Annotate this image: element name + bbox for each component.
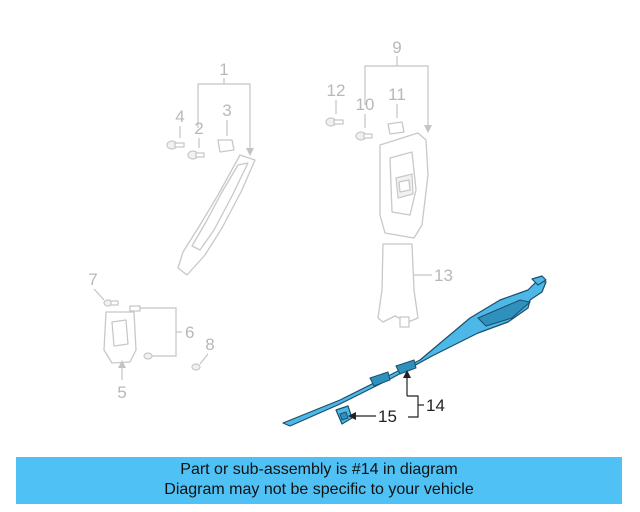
screw-2 bbox=[187, 150, 205, 160]
callout-9[interactable]: 9 bbox=[392, 38, 401, 57]
callout-15[interactable]: 15 bbox=[378, 407, 397, 426]
b-pillar-lower-trim bbox=[377, 243, 419, 323]
clip-8 bbox=[191, 363, 201, 371]
b-pillar-lower-group: 13 bbox=[377, 243, 453, 328]
callout-2[interactable]: 2 bbox=[194, 119, 203, 138]
b-pillar-upper-group: 9 12 10 11 bbox=[325, 38, 432, 239]
clip-15[interactable] bbox=[335, 405, 353, 425]
callout-5[interactable]: 5 bbox=[117, 383, 126, 402]
callout-6[interactable]: 6 bbox=[185, 323, 194, 342]
a-pillar-group: 1 4 2 3 bbox=[166, 60, 256, 276]
clip-11 bbox=[387, 121, 405, 135]
callout-12[interactable]: 12 bbox=[327, 81, 346, 100]
callout-7[interactable]: 7 bbox=[88, 270, 97, 289]
callout-13[interactable]: 13 bbox=[434, 266, 453, 285]
screw-7 bbox=[103, 299, 119, 307]
scuff-plate-group: 14 15 bbox=[282, 275, 547, 427]
clip-3 bbox=[217, 139, 235, 153]
banner-line-1: Part or sub-assembly is #14 in diagram bbox=[180, 461, 458, 478]
callout-8[interactable]: 8 bbox=[205, 335, 214, 354]
callout-14[interactable]: 14 bbox=[426, 396, 445, 415]
screw-12 bbox=[325, 117, 344, 127]
callout-3[interactable]: 3 bbox=[222, 101, 231, 120]
callout-1[interactable]: 1 bbox=[219, 60, 228, 79]
screw-6b bbox=[143, 352, 153, 360]
screw-4 bbox=[166, 140, 185, 150]
leader-6 bbox=[140, 307, 177, 357]
info-banner: Part or sub-assembly is #14 in diagram D… bbox=[16, 457, 622, 504]
clip-6a bbox=[129, 305, 141, 312]
callout-4[interactable]: 4 bbox=[175, 107, 184, 126]
kick-panel-group: 7 5 6 8 bbox=[88, 270, 214, 402]
callout-10[interactable]: 10 bbox=[356, 95, 375, 114]
banner-line-2: Diagram may not be specific to your vehi… bbox=[164, 481, 474, 498]
parts-diagram: 1 4 2 3 9 12 10 11 bbox=[88, 38, 547, 427]
callout-11[interactable]: 11 bbox=[388, 85, 406, 104]
screw-10 bbox=[355, 131, 373, 141]
